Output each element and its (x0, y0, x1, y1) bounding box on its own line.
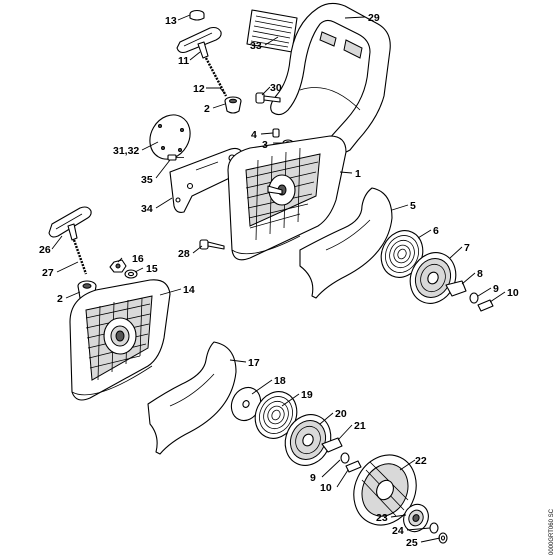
callout-14: 14 (183, 284, 195, 296)
part-pawl-lower (321, 437, 343, 453)
callout-8: 8 (477, 268, 483, 280)
callout-33: 33 (250, 40, 262, 52)
callout-17: 17 (248, 357, 260, 369)
part-screw-4 (272, 128, 280, 138)
callout-35: 35 (141, 174, 153, 186)
part-hub (403, 503, 429, 533)
part-fan-housing-lower (69, 279, 171, 401)
part-rope-guide-top (224, 96, 242, 114)
callout-2-top: 2 (204, 103, 210, 115)
part-cover-plate (149, 114, 191, 160)
part-guide-plate-upper (299, 187, 393, 299)
part-cap (189, 9, 205, 21)
part-decal (246, 9, 298, 53)
part-starter-rope-top (204, 57, 228, 97)
callout-20: 20 (335, 408, 347, 420)
callout-16: 16 (132, 253, 144, 265)
part-guide-plate-lower (147, 341, 237, 455)
callout-10-lower: 10 (320, 482, 332, 494)
callout-1: 1 (355, 168, 361, 180)
callout-3: 3 (262, 139, 268, 151)
part-starter-rope-left (72, 239, 88, 275)
callout-18: 18 (274, 375, 286, 387)
part-starter-handle-left (48, 206, 92, 241)
callout-9-lower: 9 (310, 472, 316, 484)
part-rope-rotor-lower (284, 414, 332, 466)
part-nut-16 (109, 259, 127, 273)
part-washer-25 (438, 532, 448, 544)
callout-labels: 13 11 12 2 29 33 30 4 3 31,32 35 34 1 5 … (39, 12, 519, 549)
part-pawl-upper (445, 280, 467, 297)
callout-15: 15 (146, 263, 158, 275)
document-id: 0000GRT060 SC (549, 508, 555, 555)
callout-6: 6 (433, 225, 439, 237)
callout-21: 21 (354, 420, 366, 432)
callout-24: 24 (392, 525, 404, 537)
part-hand-guard (270, 2, 391, 154)
callout-31-32: 31,32 (113, 145, 139, 157)
callout-23: 23 (376, 512, 388, 524)
part-spring-clip-upper (477, 299, 494, 312)
part-starter-handle-top (176, 26, 222, 59)
part-screw-30 (255, 92, 281, 104)
callout-30: 30 (270, 82, 282, 94)
callout-4: 4 (251, 129, 257, 141)
part-screw-28 (199, 239, 225, 250)
callout-10-upper: 10 (507, 287, 519, 299)
part-washer-15 (124, 269, 138, 279)
callout-27: 27 (42, 267, 54, 279)
callout-19: 19 (301, 389, 313, 401)
callout-13: 13 (165, 15, 177, 27)
part-screw-35 (167, 154, 184, 161)
callout-34: 34 (141, 203, 153, 215)
callout-11: 11 (178, 55, 189, 67)
callout-22: 22 (415, 455, 427, 467)
callout-25: 25 (406, 537, 418, 549)
part-spring-upper (469, 292, 479, 304)
part-rewind-spring-upper (380, 230, 424, 278)
callout-29: 29 (368, 12, 380, 24)
callout-5: 5 (410, 200, 416, 212)
callout-12: 12 (193, 83, 205, 95)
part-spring-lower (340, 452, 350, 464)
part-spring-24 (429, 522, 439, 534)
callout-9-upper: 9 (493, 283, 499, 295)
part-starter-cup (353, 454, 417, 526)
part-fan-housing (227, 135, 347, 261)
callout-2-left: 2 (57, 293, 63, 305)
callout-26: 26 (39, 244, 51, 256)
callout-28: 28 (178, 248, 190, 260)
callout-7: 7 (464, 242, 470, 254)
leader-lines (51, 14, 506, 543)
